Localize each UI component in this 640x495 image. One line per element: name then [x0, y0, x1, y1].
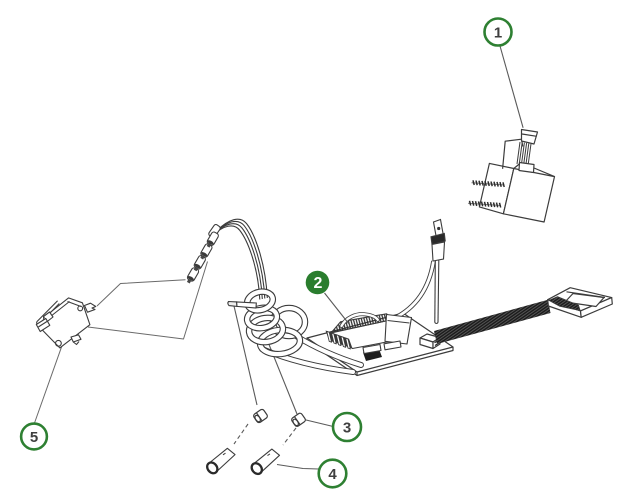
svg-text:2: 2 — [314, 275, 323, 292]
svg-text:1: 1 — [494, 25, 502, 42]
svg-text:3: 3 — [343, 420, 351, 437]
svg-text:5: 5 — [30, 429, 38, 446]
svg-text:4: 4 — [328, 466, 337, 483]
